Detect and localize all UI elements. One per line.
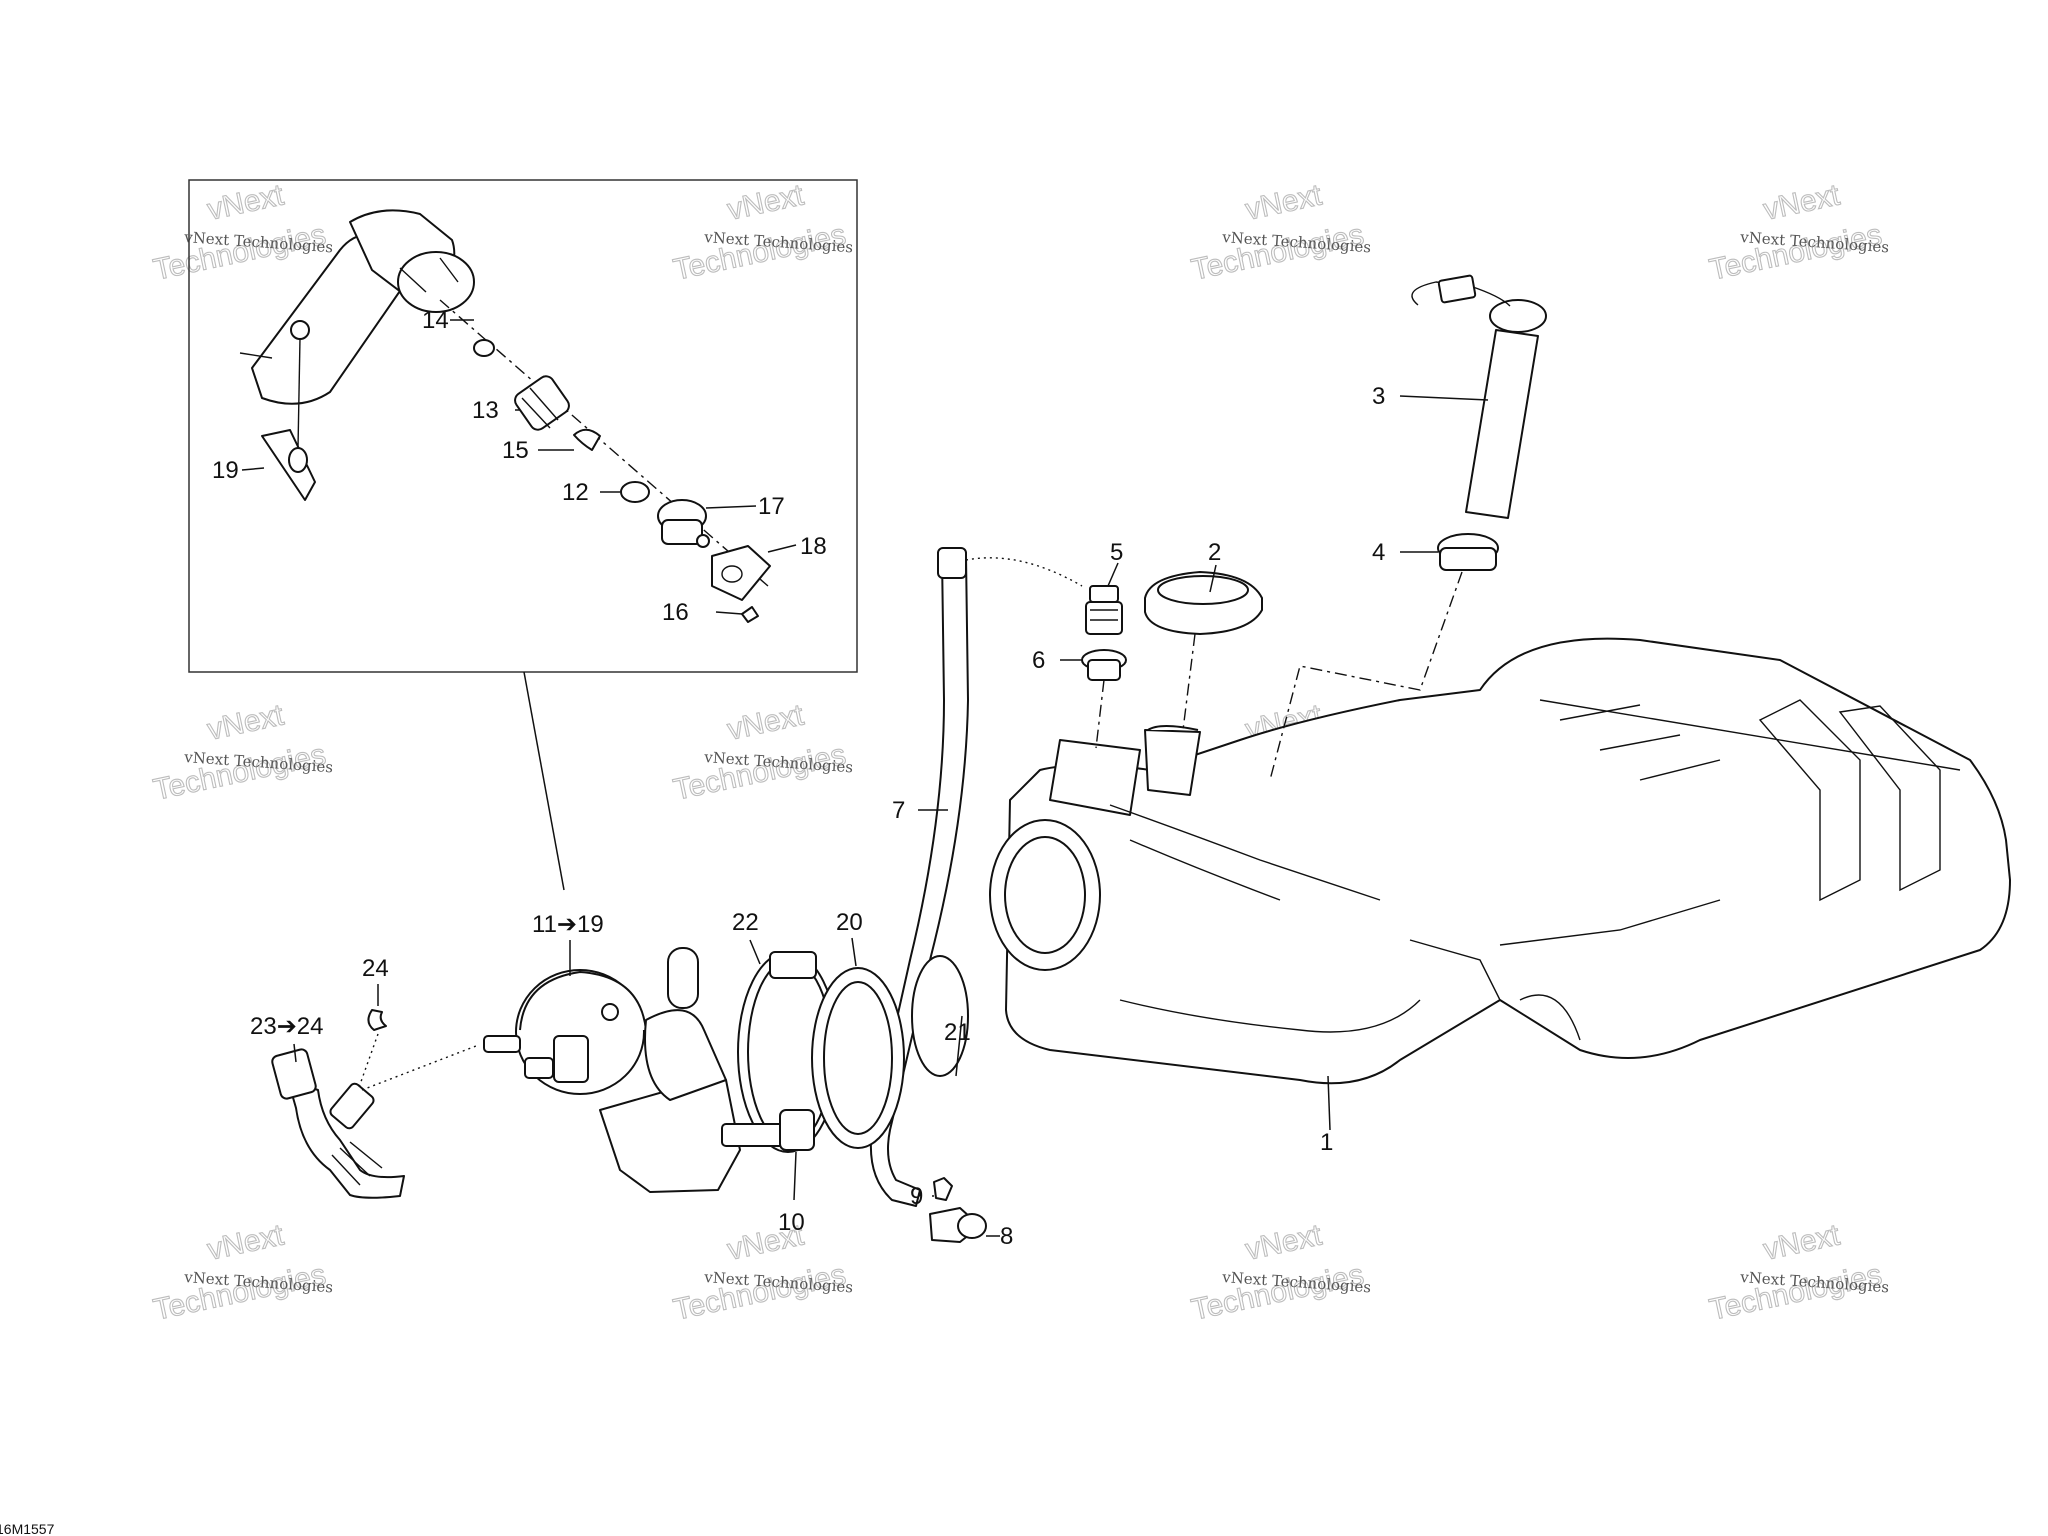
callout-14: 14 xyxy=(422,307,449,334)
part-17-valve xyxy=(657,499,710,548)
callout-17: 17 xyxy=(758,493,785,520)
callout-22: 22 xyxy=(732,909,759,936)
part-8-hose-clip xyxy=(929,1207,987,1243)
callout-2: 2 xyxy=(1208,539,1221,566)
callout-23-to-24: 23➔24 xyxy=(250,1013,324,1040)
callout-10: 10 xyxy=(778,1209,805,1236)
callout-13: 13 xyxy=(472,397,499,424)
part-6-grommet xyxy=(1081,649,1127,681)
part-12-oring xyxy=(620,481,650,503)
pump-outlet-connection-line xyxy=(361,1045,477,1091)
sender-assembly-axis xyxy=(1269,571,1463,781)
callout-3: 3 xyxy=(1372,383,1385,410)
watermark-big-top: vNext xyxy=(725,178,808,226)
watermark-big-top: vNext xyxy=(1761,178,1844,226)
cap-assembly-axis xyxy=(1182,633,1196,731)
part-5-vent-valve xyxy=(1085,585,1123,635)
pump-detail-inset-frame xyxy=(188,179,858,673)
watermark-big-top: vNext xyxy=(205,698,288,746)
vent-hose-routing-line xyxy=(965,557,1083,587)
clip-connection-line xyxy=(357,1033,379,1091)
part-3-fuel-level-sender xyxy=(1411,274,1547,519)
callout-18: 18 xyxy=(800,533,827,560)
part-4-sender-grommet xyxy=(1437,533,1499,571)
callout-16: 16 xyxy=(662,599,689,626)
vent-assembly-axis xyxy=(1095,679,1105,749)
part-15-clip xyxy=(573,428,601,451)
callout-20: 20 xyxy=(836,909,863,936)
part-9-screw xyxy=(933,1177,953,1201)
watermark-big-top: vNext xyxy=(1243,1218,1326,1266)
callout-9: 9 xyxy=(910,1183,923,1210)
callout-12: 12 xyxy=(562,479,589,506)
part-10-bolt xyxy=(721,1109,815,1151)
callout-5: 5 xyxy=(1110,539,1123,566)
part-11-19-fuel-pump-assembly xyxy=(483,947,741,1193)
callout-1: 1 xyxy=(1320,1129,1333,1156)
drawing-code: 16M1557 xyxy=(0,1521,55,1536)
part-13-filter xyxy=(514,375,570,431)
part-1-fuel-tank xyxy=(989,637,2011,1085)
part-18-flange-hole xyxy=(721,565,743,583)
part-14-oring xyxy=(473,339,495,357)
part-2-filler-cap xyxy=(1144,571,1263,635)
callout-19: 19 xyxy=(212,457,239,484)
callout-8: 8 xyxy=(1000,1223,1013,1250)
callout-24: 24 xyxy=(362,955,389,982)
part-22-clamp xyxy=(737,951,839,1153)
watermark-big-top: vNext xyxy=(205,1218,288,1266)
callout-15: 15 xyxy=(502,437,529,464)
callout-7: 7 xyxy=(892,797,905,824)
part-23-24-fuel-outlet-hose xyxy=(271,1048,405,1199)
part-24-retaining-clip xyxy=(367,1009,387,1031)
watermark-big-top: vNext xyxy=(1761,1218,1844,1266)
part-16-screw xyxy=(741,606,759,623)
callout-6: 6 xyxy=(1032,647,1045,674)
leader-lines xyxy=(241,319,1489,1237)
part-21-tank-oring xyxy=(911,955,969,1077)
inset-assembly-axis xyxy=(439,299,769,587)
inset-leader-line xyxy=(523,671,565,891)
callout-11-to-19: 11➔19 xyxy=(532,911,604,938)
part-18-flange-gasket xyxy=(711,545,771,601)
watermark-big-top: vNext xyxy=(1243,178,1326,226)
watermark-big-top: vNext xyxy=(725,698,808,746)
part-20-lock-ring xyxy=(811,967,905,1149)
callout-21: 21 xyxy=(944,1019,971,1046)
watermark-big-top: vNext xyxy=(205,178,288,226)
callout-4: 4 xyxy=(1372,539,1385,566)
inset-pump-module xyxy=(239,209,475,501)
